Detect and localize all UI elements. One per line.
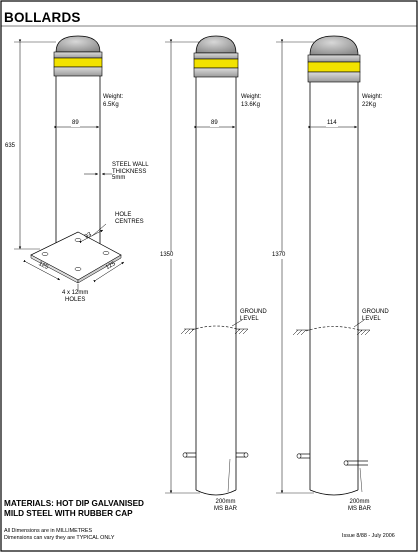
bollard-1-holes-label: 4 x 12mm HOLES [62, 290, 89, 303]
bollard-2-weight-label: Weight: [241, 94, 262, 100]
bollard-3-height-label: 1370 [272, 252, 286, 259]
bollard-1-diameter-label: 89 [71, 120, 80, 127]
bollard-2-weight-value: 13.6Kg [241, 102, 261, 108]
bollard-2-bar-label: 200mm MS BAR [214, 499, 238, 512]
bollard-1-wall-thickness-label: STEEL WALL THICKNESS 5mm [112, 162, 149, 181]
bollard-2-diameter-label: 89 [210, 120, 219, 127]
page-title: BOLLARDS [4, 10, 81, 25]
bollard-3-bar-label: 200mm MS BAR [348, 499, 372, 512]
bollard-3-weight-label: Weight: [362, 94, 383, 100]
bollard-2-cap [193, 35, 239, 78]
bollard-2-ground-level-label: GROUND LEVEL [240, 309, 267, 322]
footnote-typical: Dimensions can vary they are TYPICAL ONL… [4, 535, 115, 541]
bollard-3-reflective-band [307, 61, 361, 73]
bollard-1-weight-label: Weight: [103, 94, 124, 100]
bollard-3 [276, 35, 371, 496]
bollard-3-weight-value: 22Kg [362, 102, 377, 108]
bollard-2-height-label: 1350 [160, 252, 174, 259]
bollard-1-height-label: 635 [5, 143, 16, 149]
materials-note: MATERIALS: HOT DIP GALVANISED MILD STEEL… [4, 499, 144, 518]
issue-label: Issue 8/88 - July 2006 [342, 533, 395, 539]
bollard-1-reflective-band [53, 57, 103, 68]
bollard-1 [14, 35, 125, 291]
bollard-3-cap [307, 35, 361, 83]
bollard-1-base-plate [30, 231, 122, 284]
bollard-3-diameter-label: 114 [326, 120, 338, 127]
bollard-2-reflective-band [193, 58, 239, 69]
bollard-1-hole-centres-label: HOLE CENTRES [115, 212, 144, 225]
footnote-units: All Dimensions are in MILLIMETRES [4, 528, 93, 534]
bollard-1-weight-value: 6.5Kg [103, 102, 119, 108]
bollard-2 [165, 35, 249, 496]
bollard-3-ground-level-label: GROUND LEVEL [362, 309, 389, 322]
bollard-1-cap [53, 35, 103, 77]
